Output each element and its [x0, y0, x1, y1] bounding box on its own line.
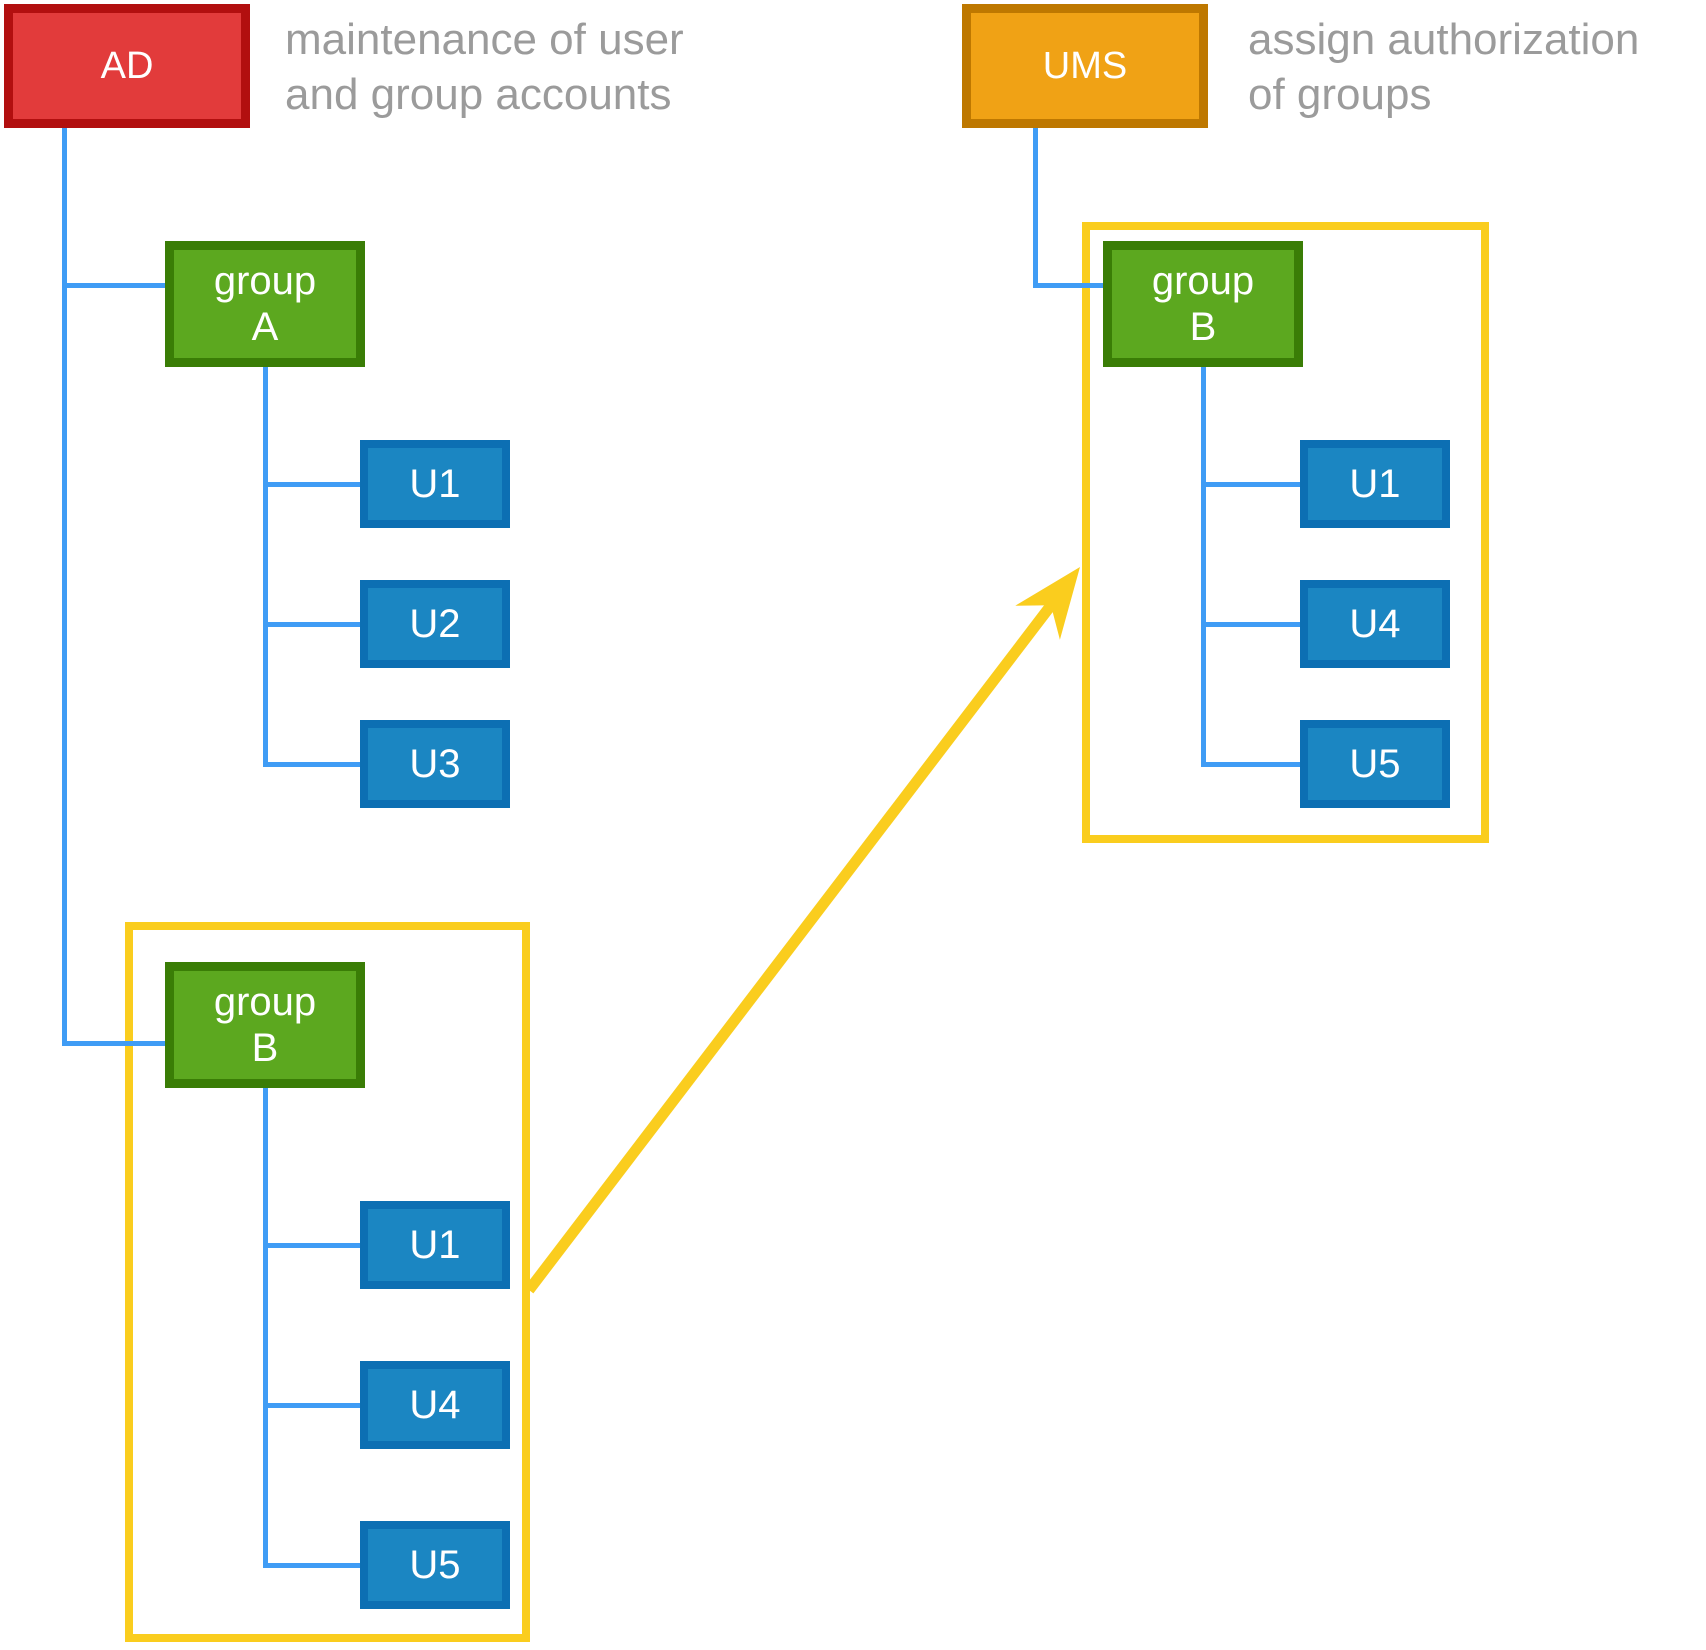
user-label: U1	[409, 461, 461, 506]
highlight-rect-target-group-b	[1082, 222, 1489, 843]
group-b-source-box: group B	[165, 962, 365, 1088]
ad-label: AD	[100, 44, 154, 87]
group-b-target-box: group B	[1103, 241, 1303, 367]
connector-ad-to-group-a	[62, 283, 165, 288]
group-a-label-line1: group	[213, 259, 317, 303]
ums-label: UMS	[1042, 44, 1128, 87]
group-a-user-u2: U2	[360, 580, 510, 668]
connector-ums-trunk	[1033, 128, 1038, 286]
connector-group-b-to-u4	[263, 1403, 360, 1408]
sync-arrow-shaft	[524, 600, 1057, 1294]
ums-annotation: assign authorization of groups	[1248, 12, 1639, 122]
connector-ums-group-b-to-u5	[1201, 762, 1300, 767]
group-b-source-user-u5: U5	[360, 1521, 510, 1609]
ad-annotation-line2: and group accounts	[285, 70, 672, 119]
group-a-user-u3: U3	[360, 720, 510, 808]
group-b-label-line1: group	[1151, 259, 1255, 303]
group-b-target-user-u1: U1	[1300, 440, 1450, 528]
user-label: U4	[409, 1382, 461, 1427]
group-a-box: group A	[165, 241, 365, 367]
connector-group-a-trunk	[263, 367, 268, 767]
user-label: U3	[409, 741, 461, 786]
group-a-label-line2: A	[251, 305, 279, 349]
group-b-source-user-u4: U4	[360, 1361, 510, 1449]
connector-group-a-to-u3	[263, 762, 360, 767]
connector-ums-group-b-to-u1	[1201, 482, 1300, 487]
connector-ums-group-b-trunk	[1201, 367, 1206, 767]
connector-group-b-to-u1	[263, 1243, 360, 1248]
connector-ad-to-group-b	[62, 1041, 165, 1046]
user-label: U4	[1349, 601, 1401, 646]
connector-group-a-to-u1	[263, 482, 360, 487]
ums-system-box: UMS	[962, 4, 1208, 128]
sync-arrow-head	[1015, 567, 1080, 640]
connector-group-a-to-u2	[263, 622, 360, 627]
connector-ad-trunk	[62, 128, 67, 1046]
user-label: U1	[409, 1222, 461, 1267]
group-b-target-user-u5: U5	[1300, 720, 1450, 808]
ums-annotation-line2: of groups	[1248, 70, 1432, 119]
user-label: U1	[1349, 461, 1401, 506]
group-b-target-user-u4: U4	[1300, 580, 1450, 668]
group-b-label-line1: group	[213, 980, 317, 1024]
user-label: U5	[1349, 741, 1401, 786]
connector-ums-group-b-to-u4	[1201, 622, 1300, 627]
connector-group-b-trunk	[263, 1088, 268, 1568]
user-label: U5	[409, 1542, 461, 1587]
ad-system-box: AD	[4, 4, 250, 128]
connector-ums-to-group-b	[1033, 283, 1103, 288]
group-b-label-line2: B	[1189, 305, 1217, 349]
ad-annotation: maintenance of user and group accounts	[285, 12, 684, 122]
ums-annotation-line1: assign authorization	[1248, 15, 1640, 64]
group-b-label-line2: B	[251, 1026, 279, 1070]
connector-group-b-to-u5	[263, 1563, 360, 1568]
group-b-source-user-u1: U1	[360, 1201, 510, 1289]
group-a-user-u1: U1	[360, 440, 510, 528]
user-label: U2	[409, 601, 461, 646]
ad-annotation-line1: maintenance of user	[285, 15, 684, 64]
